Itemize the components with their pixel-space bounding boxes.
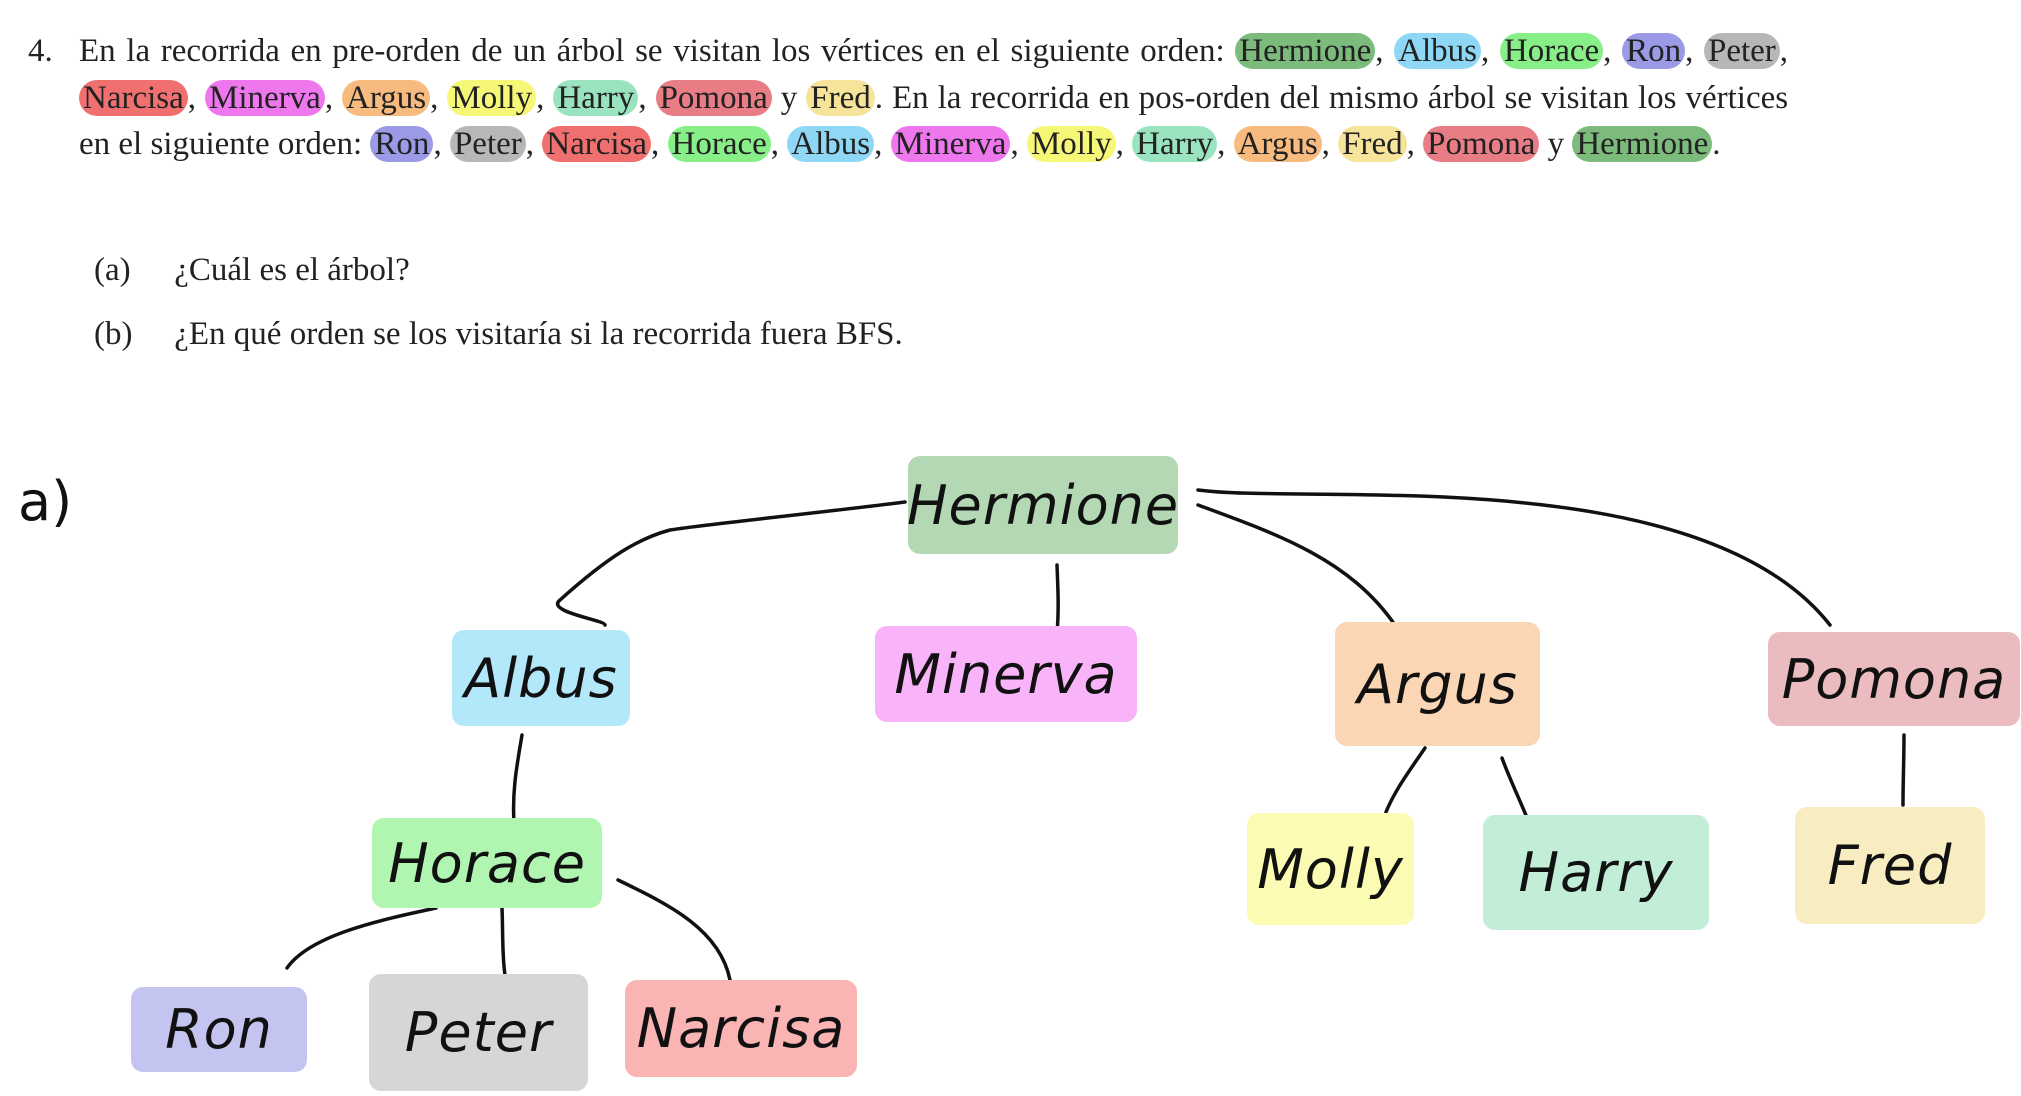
problem-statement: 4. En la recorrida en pre-orden de un ár… (28, 28, 1788, 168)
problem-number: 4. (28, 33, 53, 69)
preorder-item-horace: Horace (1499, 33, 1604, 69)
preorder-item-fred: Fred (806, 79, 875, 116)
edge-albus-horace (511, 733, 524, 825)
subquestion-b: (b) ¿En qué orden se los visitaría si la… (94, 316, 903, 353)
node-harry: Harry (1483, 815, 1709, 930)
subquestion-a: (a) ¿Cuál es el árbol? (94, 252, 410, 289)
subquestion-b-text: ¿En qué orden se los visitaría si la rec… (174, 316, 903, 352)
node-fred: Fred (1795, 807, 1985, 924)
conjunction-y: y (1547, 126, 1565, 162)
node-albus: Albus (452, 630, 630, 726)
problem-intro-text: En la recorrida en pre-orden de un árbol… (79, 33, 1225, 69)
node-peter: Peter (369, 974, 588, 1091)
problem-body: En la recorrida en pre-orden de un árbol… (79, 33, 1789, 163)
problem-middle-text: En la recorrida en pos-orden del mismo á… (79, 79, 1789, 163)
subquestion-a-label: (a) (94, 252, 131, 288)
subquestion-b-label: (b) (94, 316, 133, 352)
preorder-item-pomona: Pomona (655, 79, 772, 116)
edge-pomona-fred (1901, 733, 1906, 807)
node-horace: Horace (372, 818, 602, 908)
preorder-item-peter: Peter (1703, 33, 1780, 69)
preorder-item-hermione: Hermione (1235, 33, 1376, 69)
node-molly: Molly (1247, 813, 1414, 925)
postorder-item-argus: Argus (1233, 126, 1322, 162)
subquestion-a-text: ¿Cuál es el árbol? (174, 252, 410, 288)
postorder-item-peter: Peter (449, 126, 526, 162)
edge-hermione-albus (555, 500, 907, 627)
preorder-item-narcisa: Narcisa (79, 79, 188, 116)
edge-hermione-pomona (1196, 488, 1832, 627)
edge-horace-ron (285, 906, 438, 970)
edge-horace-peter (500, 906, 507, 977)
preorder-item-minerva: Minerva (205, 79, 325, 116)
postorder-item-harry: Harry (1132, 126, 1218, 162)
preorder-item-harry: Harry (553, 79, 639, 116)
edge-hermione-minerva (1055, 563, 1060, 635)
postorder-item-ron: Ron (370, 126, 434, 162)
preorder-item-albus: Albus (1394, 33, 1481, 69)
answer-part-label: a) (18, 470, 73, 533)
node-pomona: Pomona (1768, 632, 2020, 726)
node-ron: Ron (131, 987, 307, 1072)
postorder-item-molly: Molly (1026, 126, 1116, 162)
node-narcisa: Narcisa (625, 980, 857, 1077)
postorder-item-fred: Fred (1338, 126, 1407, 162)
node-hermione: Hermione (907, 456, 1178, 554)
preorder-item-ron: Ron (1622, 33, 1686, 69)
node-argus: Argus (1335, 622, 1540, 746)
postorder-item-minerva: Minerva (890, 126, 1011, 162)
postorder-item-albus: Albus (787, 126, 875, 162)
conjunction-y: y (780, 79, 798, 116)
postorder-item-pomona: Pomona (1423, 126, 1540, 162)
edge-hermione-argus (1196, 503, 1397, 627)
postorder-item-narcisa: Narcisa (542, 126, 652, 162)
postorder-item-hermione: Hermione (1572, 126, 1713, 162)
preorder-item-molly: Molly (447, 79, 537, 116)
edge-argus-molly (1384, 746, 1427, 814)
edge-horace-narcisa (616, 878, 732, 982)
postorder-item-horace: Horace (667, 126, 771, 162)
preorder-item-argus: Argus (342, 79, 431, 116)
node-minerva: Minerva (875, 626, 1137, 722)
